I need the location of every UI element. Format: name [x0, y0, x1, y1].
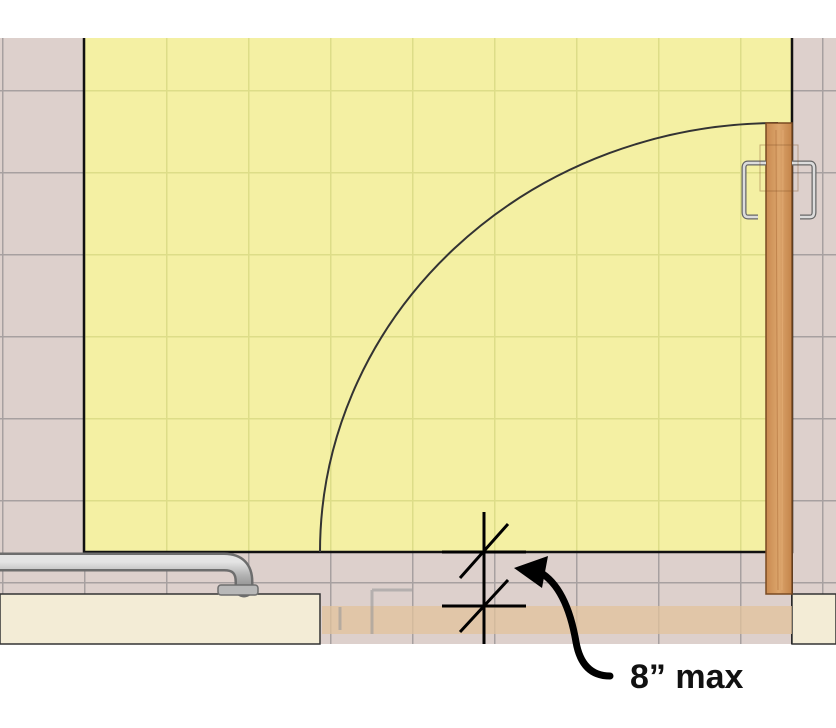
door-latch-icon: [338, 588, 412, 634]
door-swing-arc: [319, 122, 779, 553]
grab-bar-icon: [0, 552, 259, 598]
door-pull-icon: [741, 144, 817, 220]
door-open-position: [765, 122, 793, 595]
arrow-icon: [514, 556, 614, 680]
dimension-label: 8” max: [630, 658, 743, 696]
door-grain-line: [781, 129, 784, 591]
fixture-base-right: [791, 593, 836, 645]
door-closed-position: [322, 606, 792, 634]
dimension-marker: [442, 512, 526, 644]
door-grain-line: [775, 129, 779, 591]
fixture-base-left: [0, 593, 321, 645]
clear-floor-space: [84, 38, 792, 552]
